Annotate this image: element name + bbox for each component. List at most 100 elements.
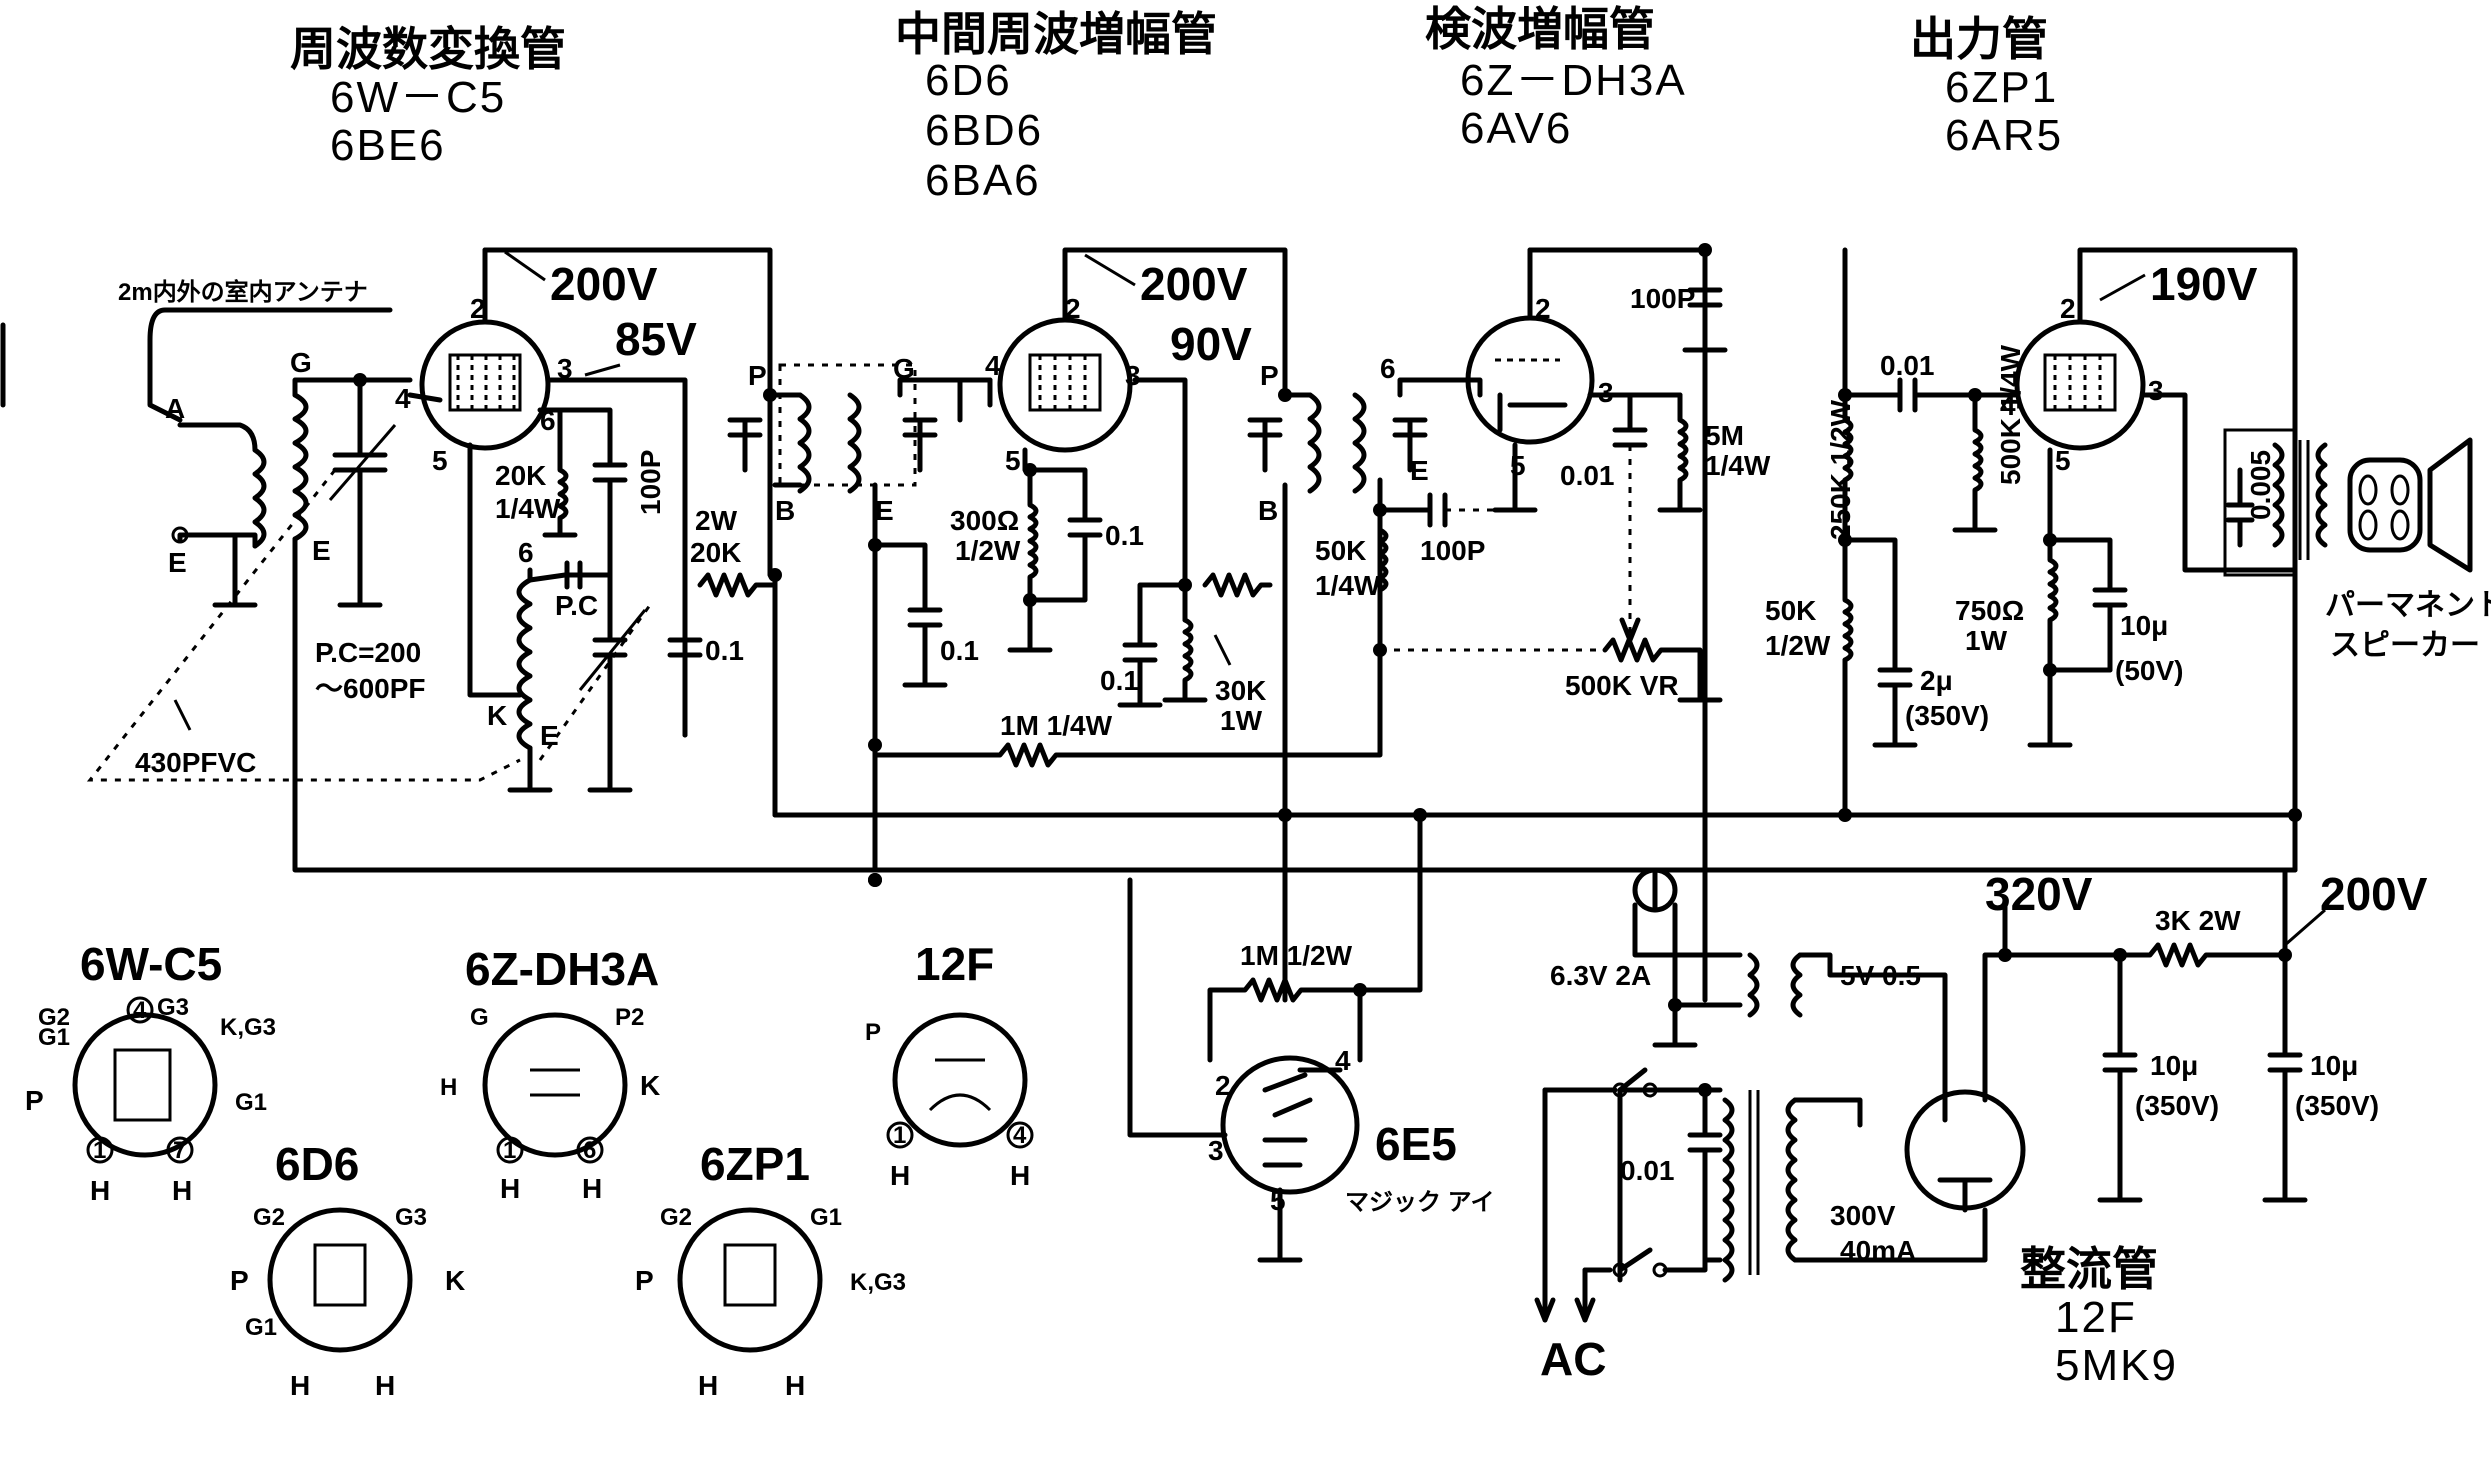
antenna-secondary-coil: [292, 392, 309, 542]
oscillator-coil: 6 P.C K E 0.1 2W 20K: [487, 505, 778, 793]
vr-label: 500K VR: [1565, 670, 1679, 701]
c100p-3-label: 100P: [1630, 283, 1695, 314]
base-6w-c5-pin-h1: H: [90, 1175, 110, 1206]
tube-if-envelope: [997, 317, 1133, 453]
c001-label: 0.01: [1560, 460, 1615, 491]
base-6z-dh3a: 6Z-DH3A G P2 H K 1 6 H H: [440, 943, 660, 1204]
header-output: 出力管 6ZP1 6AR5: [1910, 12, 2061, 160]
base-6w-c5-pin-g3: G3: [157, 994, 189, 1021]
osc-e-label: E: [540, 720, 559, 751]
antenna-label: 2m内外の室内アンテナ: [118, 278, 368, 306]
v1-pin-3: 3: [557, 353, 573, 384]
base-6w-c5-pin-1: 1: [93, 1137, 106, 1164]
r50k-resistor: [1377, 527, 1389, 603]
base-6w-c5-pin-g2: G2: [38, 1004, 70, 1031]
base-6z-dh3a-pin-k: K: [640, 1070, 660, 1101]
base-6z-dh3a-pin-h1: H: [500, 1173, 520, 1204]
magic-eye: 1M 1/2W 2 3 4 5 6E5 マジック アイ: [1127, 812, 1494, 1263]
base-6d6-pin-g3: G3: [395, 1204, 427, 1231]
base-6w-c5-pin-g1b: G1: [235, 1089, 267, 1116]
c100p-2-label: 100P: [1420, 535, 1485, 566]
antenna-ground-lead: [177, 532, 258, 549]
c01-3-label: 0.1: [1105, 520, 1144, 551]
r1m-resistor: [872, 502, 1383, 768]
r20k-resistor: [557, 407, 569, 538]
r50k-watt-label: 1/4W: [1315, 570, 1381, 601]
header-converter-title: 周波数変換管: [290, 22, 566, 76]
antenna-e-terminal: [171, 526, 189, 544]
base-6z-dh3a-pin-h: H: [440, 1074, 457, 1101]
r20k-2-label: 20K: [690, 537, 741, 568]
pc-range-label: 〜600PF: [315, 673, 426, 704]
antenna-section: 2m内外の室内アンテナ A E G E: [118, 278, 2298, 873]
r750-watt-label: 1W: [1965, 625, 2008, 656]
v1-pin-2: 2: [470, 293, 486, 324]
v1-pin-5: 5: [432, 445, 448, 476]
c10u-label: 10μ: [2120, 610, 2168, 641]
r30k-resistor-a: [1182, 617, 1194, 703]
base-6w-c5-pin-kg3: K,G3: [220, 1014, 276, 1041]
header-rectifier: 整流管 12F 5MK9: [2020, 1242, 2176, 1390]
header-if-amp: 中間周波増幅管 6D6 6BD6 6BA6: [895, 7, 1217, 205]
base-6z-dh3a-pin-h2: H: [582, 1173, 602, 1204]
header-if-tube-1: 6D6: [925, 56, 1012, 105]
antenna-wire: [147, 307, 393, 423]
header-detector: 検波増幅管 6Z－DH3A 6AV6: [1425, 2, 1685, 153]
r250k-label: 250K 1/2W: [1825, 399, 1856, 540]
c2u-volt-label: (350V): [1905, 700, 1989, 731]
v3-pin-2: 2: [1535, 293, 1551, 324]
base-6zp1-pin-h2: H: [785, 1370, 805, 1401]
r300-watt-label: 1/2W: [955, 535, 1021, 566]
r50k-2-label: 50K: [1765, 595, 1816, 626]
r750-label: 750Ω: [1955, 595, 2024, 626]
magic-eye-sub-label: マジック アイ: [1345, 1189, 1494, 1216]
r300-resistor: [1022, 447, 1039, 653]
v4-voltage: 190V: [2150, 258, 2258, 310]
base-6zp1-pin-kg3: K,G3: [850, 1269, 906, 1296]
ps-c10u-a-label: 10μ: [2150, 1050, 2198, 1081]
base-6zp1-pin-h1: H: [698, 1370, 718, 1401]
ps-40ma-label: 40mA: [1840, 1235, 1916, 1266]
base-6zp1-name: 6ZP1: [700, 1138, 810, 1190]
header-detector-title: 検波増幅管: [1425, 2, 1655, 56]
b-plus-1: [767, 392, 778, 818]
header-converter: 周波数変換管 6W－C5 6BE6: [290, 22, 566, 170]
magic-eye-pin-2: 2: [1215, 1070, 1231, 1101]
base-6z-dh3a-pin-g: G: [470, 1004, 489, 1031]
vc430-label: 430PFVC: [135, 747, 256, 778]
tube-detector-envelope: [1465, 315, 1595, 445]
if1-e-label: E: [875, 495, 894, 526]
ps-c10u-b-label: 10μ: [2310, 1050, 2358, 1081]
base-6zp1-pin-g2: G2: [660, 1204, 692, 1231]
base-6w-c5-pin-4: 4: [133, 997, 147, 1024]
gang-link-2: [538, 604, 652, 761]
power-supply: 6.3V 2A 5V 0.5 320V 3K 2W 200V 10μ (350V…: [1534, 867, 2428, 1385]
base-6w-c5-pin-g1a: G1: [38, 1024, 70, 1051]
if1-g-label: G: [893, 353, 915, 384]
if2-p-label: P: [1260, 360, 1279, 391]
tube-output: 2 190V 3 4 5 0.01 500K 1/4W 250K 1/2W 2μ…: [1765, 247, 2298, 873]
magic-eye-pin-4: 4: [1335, 1045, 1351, 1076]
ps-3k-label: 3K 2W: [2155, 905, 2241, 936]
base-6z-dh3a-pin-6: 6: [583, 1137, 596, 1164]
base-6d6-pin-h1: H: [290, 1370, 310, 1401]
base-6d6-pin-h2: H: [375, 1370, 395, 1401]
c100p-1-label: 100P: [635, 450, 666, 515]
ps-ac-label: AC: [1540, 1333, 1606, 1385]
speaker-cone-icon: [2427, 437, 2473, 573]
pc-label: P.C=200: [315, 637, 421, 668]
r20k-label: 20K: [495, 460, 546, 491]
ps-320v-label: 320V: [1985, 868, 2093, 920]
v2-voltage: 200V: [1140, 258, 1248, 310]
r50k-label: 50K: [1315, 535, 1366, 566]
base-12f-pin-p: P: [865, 1019, 881, 1046]
ps-c10u-b-volt: (350V): [2295, 1090, 2379, 1121]
r20k-2-resistor: [697, 572, 778, 598]
v1-screen-line: [545, 377, 688, 738]
base-6w-c5: 6W-C5 G2 G1 4 G3 P K,G3 G1 1 7 H H: [25, 938, 276, 1206]
ps-c10u-a-volt: (350V): [2135, 1090, 2219, 1121]
antenna-e-label: E: [168, 547, 187, 578]
r2w-label: 2W: [695, 505, 738, 536]
base-6w-c5-pin-7: 7: [173, 1137, 186, 1164]
